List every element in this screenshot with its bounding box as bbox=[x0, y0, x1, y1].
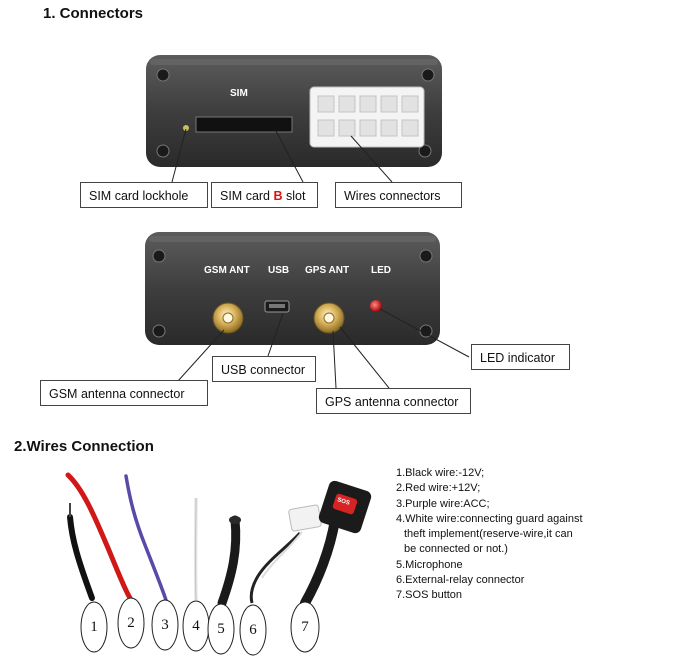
callout-gps-antenna: GPS antenna connector bbox=[316, 388, 471, 414]
led-label: LED bbox=[371, 265, 391, 276]
wire-number-3: 3 bbox=[161, 617, 169, 633]
legend-item-continued: theft implement(reserve-wire,it can bbox=[404, 528, 573, 541]
wire-number-ellipse bbox=[207, 603, 235, 655]
wire-number-ellipse bbox=[151, 599, 179, 651]
section-title-connectors: 1. Connectors bbox=[43, 5, 144, 22]
legend-item: 7.SOS button bbox=[396, 589, 463, 602]
callout-wires-connectors: Wires connectors bbox=[335, 182, 462, 208]
wire-number-2: 2 bbox=[127, 615, 135, 631]
legend-item: 6.External-relay connector bbox=[396, 574, 525, 587]
wire-number-7: 7 bbox=[301, 619, 309, 635]
legend-item: 4.White wire:connecting guard against bbox=[396, 512, 583, 525]
gsm-ant-label: GSM ANT bbox=[204, 265, 250, 276]
screw-icon bbox=[156, 144, 170, 158]
screw-icon bbox=[152, 249, 166, 263]
callout-sim-slot-mark: B bbox=[273, 189, 283, 203]
legend-item: 3.Purple wire:ACC; bbox=[396, 497, 490, 510]
wire-number-6: 6 bbox=[249, 622, 257, 638]
screw-icon bbox=[152, 324, 166, 338]
wire-number-ellipse bbox=[290, 601, 320, 653]
sim-slot-icon bbox=[195, 116, 293, 133]
legend-item-continued: be connected or not.) bbox=[404, 543, 508, 556]
legend-item: 2.Red wire:+12V; bbox=[396, 482, 481, 495]
sim-label: SIM bbox=[230, 88, 248, 99]
usb-label: USB bbox=[268, 265, 290, 276]
section-title-wires: 2.Wires Connection bbox=[14, 438, 154, 455]
callout-gsm-antenna: GSM antenna connector bbox=[40, 380, 208, 406]
legend-item: 1.Black wire:-12V; bbox=[396, 467, 485, 479]
relay-connector-icon bbox=[288, 504, 322, 532]
wire-number-5: 5 bbox=[217, 621, 225, 637]
device-front-bottom bbox=[145, 232, 440, 345]
legend-item: 5.Microphone bbox=[396, 558, 463, 571]
callout-usb-connector: USB connector bbox=[212, 356, 316, 382]
callout-sim-lockhole: SIM card lockhole bbox=[80, 182, 208, 208]
wire-number-4: 4 bbox=[192, 618, 200, 634]
led-icon bbox=[370, 300, 382, 312]
callout-sim-slot-suffix: slot bbox=[282, 189, 306, 203]
wire-legend: 1.Black wire:-12V; 2.Red wire:+12V; 3.Pu… bbox=[396, 466, 583, 604]
wire-number-ellipse bbox=[239, 604, 267, 656]
callout-sim-slot-prefix: SIM card bbox=[220, 189, 274, 203]
callout-led-indicator: LED indicator bbox=[471, 344, 570, 370]
callout-sim-slot: SIM card B slot bbox=[211, 182, 318, 208]
screw-icon bbox=[418, 144, 432, 158]
gps-ant-label: GPS ANT bbox=[305, 265, 350, 276]
device-front-top bbox=[146, 55, 442, 167]
wire-number-1: 1 bbox=[90, 619, 98, 635]
screw-icon bbox=[421, 68, 435, 82]
sim-lockhole-icon bbox=[183, 125, 189, 131]
screw-icon bbox=[419, 249, 433, 263]
wire-number-ellipse bbox=[117, 597, 145, 649]
wires-photo bbox=[65, 472, 372, 608]
screw-icon bbox=[156, 68, 170, 82]
wire-number-ellipse bbox=[80, 601, 108, 653]
